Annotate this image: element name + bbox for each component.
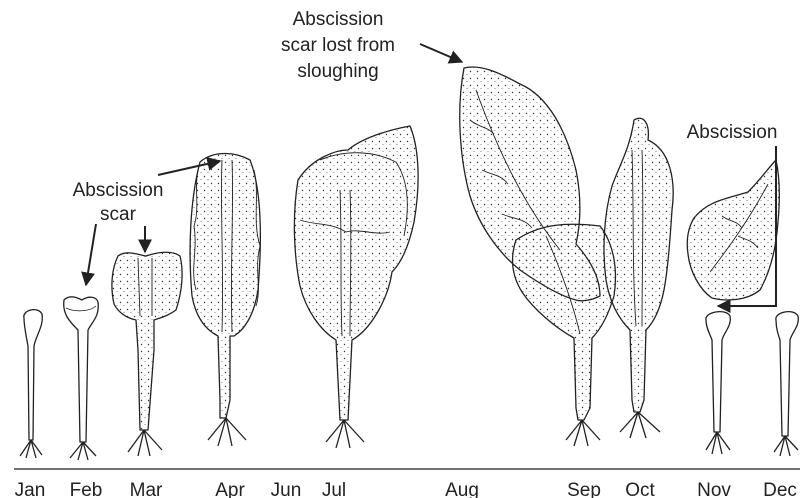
label-scar-lost-line2: scar lost from bbox=[281, 35, 395, 56]
plant-nov-stipe bbox=[706, 312, 730, 454]
month-aug: Aug bbox=[445, 480, 479, 498]
month-mar: Mar bbox=[130, 480, 163, 498]
plant-feb bbox=[64, 297, 99, 460]
plant-jan bbox=[20, 310, 42, 458]
arrow-scar-lost bbox=[420, 44, 462, 62]
plant-nov-blade bbox=[687, 160, 779, 300]
arrow-feb-scar bbox=[86, 224, 96, 285]
label-abscission: Abscission bbox=[687, 122, 778, 143]
label-scar-lost-line1: Abscission bbox=[293, 9, 384, 30]
plant-oct bbox=[604, 118, 673, 438]
month-jul: Jul bbox=[322, 480, 346, 498]
label-scar-line1: Abscission bbox=[73, 180, 164, 201]
plant-mar bbox=[112, 252, 182, 456]
month-sep: Sep bbox=[567, 480, 601, 498]
month-feb: Feb bbox=[70, 480, 103, 498]
label-scar-line2: scar bbox=[100, 204, 137, 225]
month-jun: Jun bbox=[271, 480, 302, 498]
plant-apr bbox=[190, 154, 260, 447]
month-oct: Oct bbox=[625, 480, 655, 498]
month-dec: Dec bbox=[763, 480, 797, 498]
label-scar-lost-line3: sloughing bbox=[297, 61, 378, 82]
plant-jul bbox=[294, 126, 418, 448]
month-jan: Jan bbox=[15, 480, 46, 498]
month-apr: Apr bbox=[215, 480, 245, 498]
month-nov: Nov bbox=[697, 480, 731, 498]
plant-sep bbox=[513, 224, 616, 446]
plant-dec bbox=[774, 312, 798, 456]
